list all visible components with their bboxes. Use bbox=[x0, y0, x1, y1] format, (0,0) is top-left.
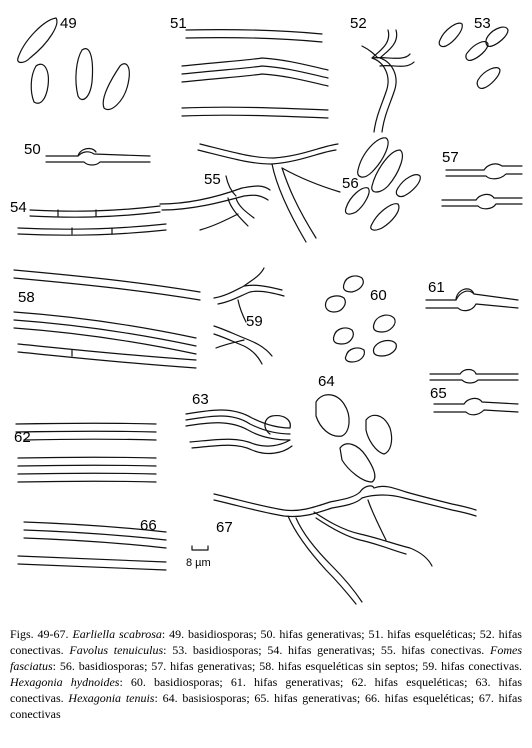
fig-53-basidiospores: 53 bbox=[438, 15, 509, 89]
scale-bar-label: 8 µm bbox=[186, 557, 211, 569]
fig-59-binding-hyphae: 59 bbox=[213, 267, 285, 365]
fig-55-number: 55 bbox=[204, 171, 221, 188]
fig-64-basidiospores: 64 bbox=[315, 373, 393, 483]
fig-61-number: 61 bbox=[428, 279, 445, 296]
caption-text-fomes: : 56. basidiosporas; 57. hifas generativ… bbox=[52, 659, 522, 673]
figure-plate: 49 50 51 52 53 bbox=[10, 15, 523, 605]
caption-species-earliella-scabrosa: Earliella scabrosa bbox=[72, 627, 162, 641]
caption-text-earliella: : 49. basidiosporas; 50. hifas generativ… bbox=[10, 627, 522, 657]
caption-text-favolus: : 53. basidiosporas; 54. hifas generativ… bbox=[163, 643, 491, 657]
fig-66-number: 66 bbox=[140, 517, 157, 534]
fig-56-number: 56 bbox=[342, 175, 359, 192]
fig-50-generative-hyphae: 50 bbox=[24, 141, 151, 166]
fig-58-skeletal-hyphae: 58 bbox=[13, 269, 201, 369]
fig-60-basidiospores: 60 bbox=[324, 275, 397, 363]
fig-52-binding-hyphae: 52 bbox=[350, 15, 415, 133]
fig-53-number: 53 bbox=[474, 15, 491, 32]
caption-figs-label: Figs. 49-67. bbox=[10, 627, 73, 641]
fig-57-number: 57 bbox=[442, 149, 459, 166]
fig-49-basidiospores: 49 bbox=[17, 15, 130, 111]
fig-67-binding-hyphae: 67 bbox=[213, 485, 477, 605]
fig-55-binding-hyphae: 55 bbox=[159, 143, 341, 243]
fig-56-basidiospores: 56 bbox=[342, 137, 421, 231]
caption-species-hexagonia-tenuis: Hexagonia tenuis bbox=[68, 691, 155, 705]
fig-63-binding-hyphae: 63 bbox=[185, 391, 293, 455]
fig-58-number: 58 bbox=[18, 289, 35, 306]
fig-54-number: 54 bbox=[10, 199, 27, 216]
fig-51-number: 51 bbox=[170, 15, 187, 32]
caption-species-fomes-fasciatus: Fomes fasciatus bbox=[10, 643, 523, 673]
caption-text-hydnoides: : 60. basidiosporas; 61. hifas generativ… bbox=[10, 675, 522, 705]
fig-59-number: 59 bbox=[246, 313, 263, 330]
fig-67-number: 67 bbox=[216, 519, 233, 536]
caption-species-favolus-tenuiculus: Favolus tenuiculus bbox=[69, 643, 164, 657]
fig-54-generative-hyphae: 54 bbox=[10, 199, 167, 236]
fig-63-number: 63 bbox=[192, 391, 209, 408]
fig-62-number: 62 bbox=[14, 429, 31, 446]
fig-65-number: 65 bbox=[430, 385, 447, 402]
scale-bar: 8 µm bbox=[186, 545, 211, 569]
fig-61-generative-hyphae: 61 bbox=[425, 279, 519, 312]
fig-64-number: 64 bbox=[318, 373, 335, 390]
fig-57-generative-hyphae: 57 bbox=[441, 149, 523, 210]
caption-species-hexagonia-hydnoides: Hexagonia hydnoides bbox=[10, 675, 120, 689]
figure-caption: Figs. 49-67. Earliella scabrosa: 49. bas… bbox=[10, 626, 522, 722]
fig-66-skeletal-hyphae: 66 bbox=[17, 517, 167, 571]
caption-text-tenuis: : 64. basisiosporas; 65. hifas generativ… bbox=[10, 691, 522, 721]
fig-65-generative-hyphae: 65 bbox=[429, 368, 519, 416]
fig-49-number: 49 bbox=[60, 15, 77, 32]
fig-51-skeletal-hyphae: 51 bbox=[170, 15, 329, 119]
fig-60-number: 60 bbox=[370, 287, 387, 304]
fig-52-number: 52 bbox=[350, 15, 367, 32]
fig-50-number: 50 bbox=[24, 141, 41, 158]
fig-62-skeletal-hyphae: 62 bbox=[14, 422, 157, 483]
